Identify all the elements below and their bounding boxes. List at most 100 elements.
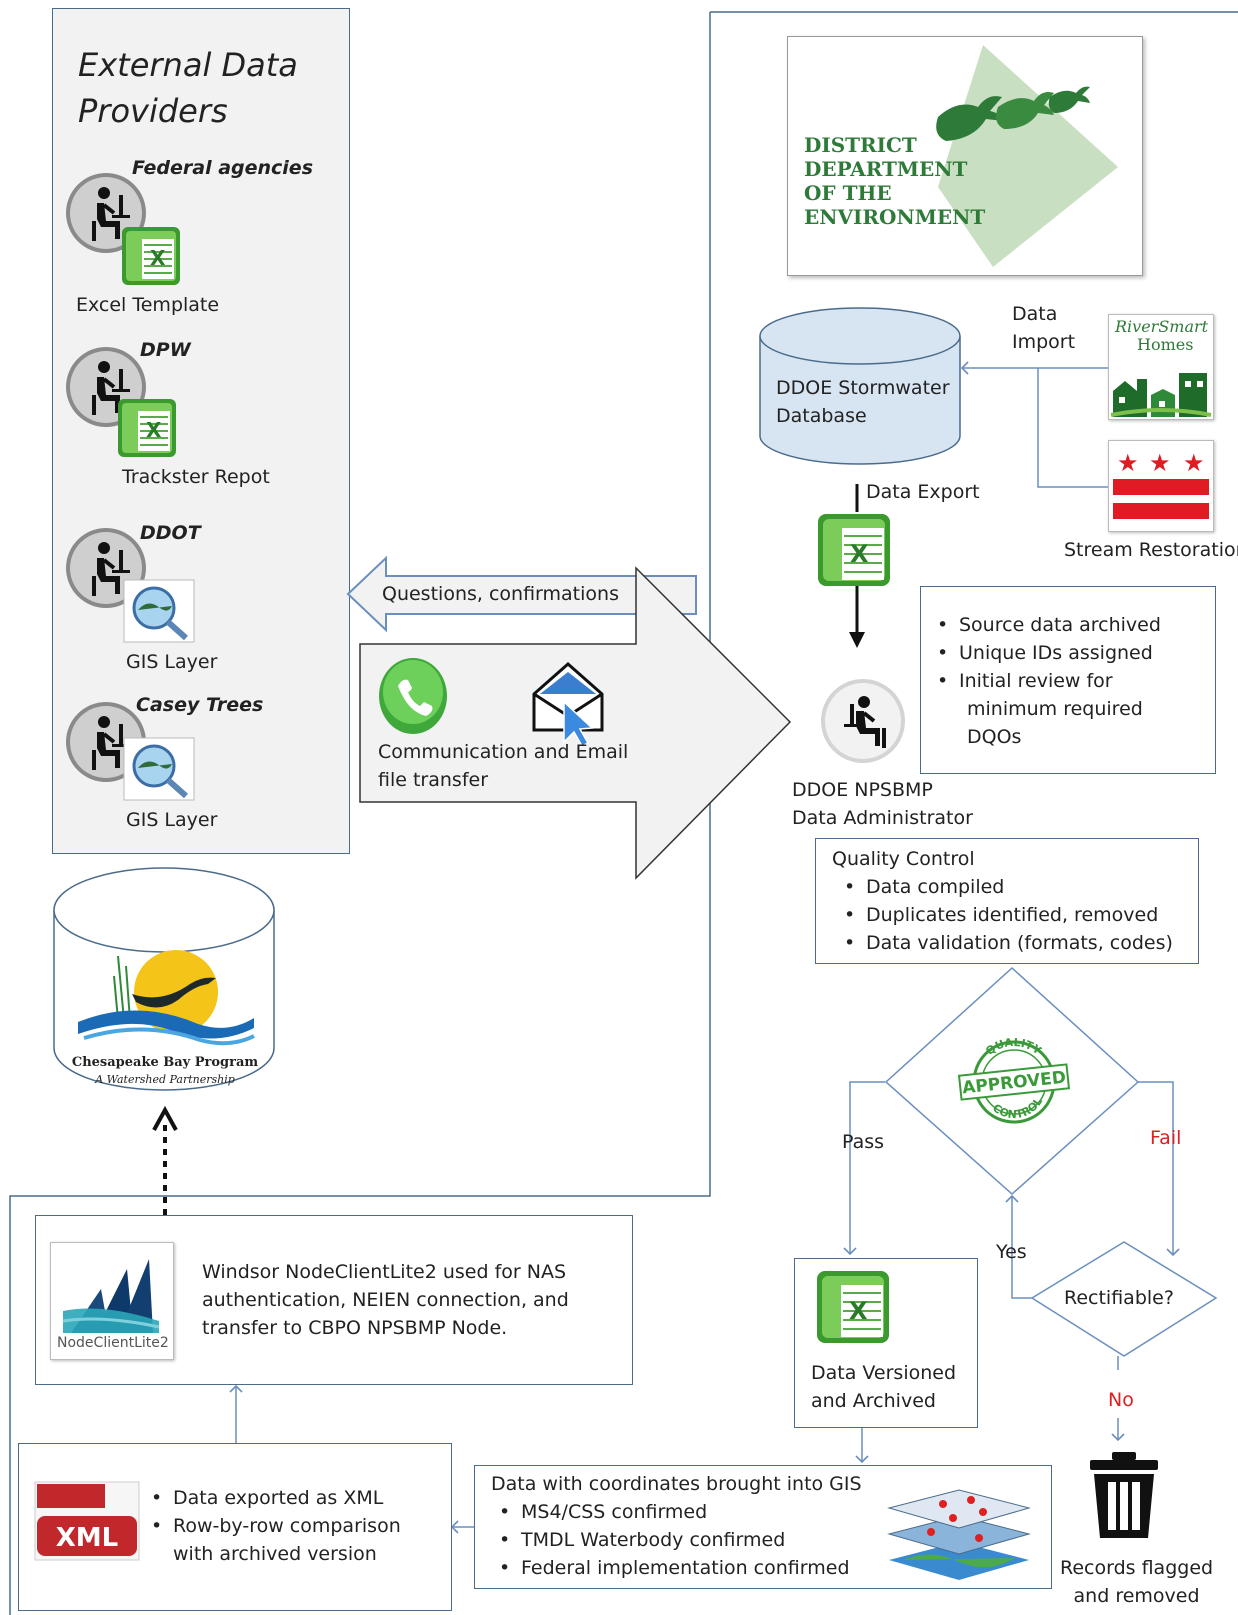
excel-icon: X [817,1271,889,1343]
fail-label: Fail [1150,1127,1182,1149]
intake-check-cont-line: DQOs [967,726,1022,748]
versioned-line2: and Archived [811,1390,936,1412]
records-flagged-label: Records flagged and removed [1060,1554,1213,1610]
xml-box-list: Data exported as XML Row-by-row comparis… [143,1484,401,1540]
administrator-icon [821,679,905,763]
excel-icon: X [122,227,180,285]
ddoe-frame-line [9,11,1238,1615]
gis-box-item: TMDL Waterbody confirmed [491,1526,1051,1554]
database-line1: DDOE Stormwater [776,377,950,399]
yes-line [1005,1194,1035,1299]
communication-label: Communication and Email file transfer [378,738,628,794]
provider-casey-trees: Casey Trees GIS Layer [60,692,340,842]
xml-file-icon: XML [34,1481,140,1561]
records-flagged-line2: and removed [1073,1585,1200,1607]
xml-box-continuation: with archived version [173,1543,377,1565]
dc-flag-logo: ★ ★ ★ [1108,440,1214,532]
node-client-logo-icon [62,1259,160,1333]
gis-box-title: Data with coordinates brought into GIS [491,1473,862,1495]
chesapeake-line2: A Watershed Partnership [95,1073,235,1086]
intake-check-item: Source data archived [929,611,1215,639]
intake-checks-list: Source data archived Unique IDs assigned… [929,611,1215,695]
excel-icon: X [818,514,890,586]
data-versioned-box: X Data Versioned and Archived [794,1258,978,1428]
stamp-top-text: QUALITY [983,1036,1044,1058]
xml-box-item: Data exported as XML [143,1484,401,1512]
riversmart-line2: Homes [1137,335,1194,354]
chesapeake-line1: Chesapeake Bay Program [71,1055,259,1070]
provider-dpw: DPW X Trackster Repot [60,335,340,495]
gis-box-item: MS4/CSS confirmed [491,1498,1051,1526]
communication-line1: Communication and Email [378,741,629,763]
yes-label: Yes [996,1241,1027,1263]
no-label: No [1108,1389,1134,1411]
xml-icon-label: XML [56,1523,119,1553]
import-line-branch [1037,368,1108,488]
dc-map-geese-logo [936,45,1118,267]
intake-check-cont-line: minimum required [967,698,1143,720]
houses-icon [1110,373,1212,417]
dc-flag-icon: ★ ★ ★ [1113,449,1209,519]
provider-ddot-file: GIS Layer [126,651,218,673]
xml-box-item: Row-by-row comparison [143,1512,401,1540]
riversmart-line1: RiverSmart [1115,317,1209,336]
ddoe-logo: DISTRICT DEPARTMENT OF THE ENVIRONMENT [787,36,1143,276]
ddoe-logo-line4: ENVIRONMENT [804,205,986,229]
svg-text:CONTROL: CONTROL [990,1095,1045,1121]
riversmart-homes-logo: RiverSmart Homes [1108,314,1214,420]
provider-ddot: DDOT GIS Layer [60,518,340,678]
questions-arrow-shape [346,555,697,633]
ddoe-logo-line3: OF THE [804,181,892,205]
data-import-label: Data Import [1012,300,1075,356]
stream-restoration-label: Stream Restoration [1064,539,1238,561]
quality-control-list: Data compiled Duplicates identified, rem… [836,873,1198,957]
quality-control-title: Quality Control [832,848,975,870]
quality-control-item: Duplicates identified, removed [836,901,1198,929]
stormwater-database-shape [759,307,961,465]
questions-arrow-label: Questions, confirmations [382,583,619,605]
database-label: DDOE Stormwater Database [776,374,950,430]
svg-text:X: X [150,246,166,270]
dotted-arrow-head [152,1105,178,1131]
ddoe-logo-line1: DISTRICT [804,133,917,157]
excel-icon: X [118,399,176,457]
provider-federal: Federal agencies X Excel Template [60,155,340,325]
svg-text:X: X [849,1297,868,1325]
data-import-line1: Data [1012,303,1058,325]
data-import-line2: Import [1012,331,1076,353]
intake-check-item: Initial review for [929,667,1215,695]
quality-control-box: Quality Control Data compiled Duplicates… [815,838,1199,964]
versioned-line1: Data Versioned [811,1362,957,1384]
stamp-bottom-text: CONTROL [990,1095,1045,1121]
database-line2: Database [776,405,867,427]
ddoe-logo-line2: DEPARTMENT [804,157,968,181]
provider-federal-file: Excel Template [76,294,220,316]
records-flagged-line1: Records flagged [1060,1557,1214,1579]
provider-ddot-name: DDOT [140,522,201,544]
phone-icon [379,658,447,734]
communication-line2: file transfer [378,769,489,791]
node-client-logo: NodeClientLite2 [50,1242,174,1360]
quality-control-item: Data compiled [836,873,1198,901]
providers-title: External Data Providers [78,42,298,134]
pass-label: Pass [842,1131,885,1153]
gis-checks-box: Data with coordinates brought into GIS M… [474,1465,1052,1589]
email-icon [532,661,604,747]
administrator-label: DDOE NPSBMP Data Administrator [792,776,973,832]
node-client-box: NodeClientLite2 Windsor NodeClientLite2 … [35,1215,633,1385]
gis-magnifier-icon [123,737,195,801]
providers-title-line2: Providers [78,92,228,130]
svg-text:★: ★ [1149,449,1171,477]
node-client-description: Windsor NodeClientLite2 used for NAS aut… [202,1258,569,1342]
administrator-line1: DDOE NPSBMP [792,779,933,801]
gis-map-layers-icon [887,1489,1031,1580]
provider-casey-file: GIS Layer [126,809,218,831]
administrator-line2: Data Administrator [792,807,973,829]
providers-title-line1: External Data [78,46,298,84]
node-client-line2: authentication, NEIEN connection, and [202,1289,569,1311]
svg-text:X: X [146,418,162,442]
provider-dpw-name: DPW [140,339,191,361]
ddoe-logo-text: DISTRICT DEPARTMENT OF THE ENVIRONMENT [804,133,985,229]
provider-federal-name: Federal agencies [132,157,314,179]
